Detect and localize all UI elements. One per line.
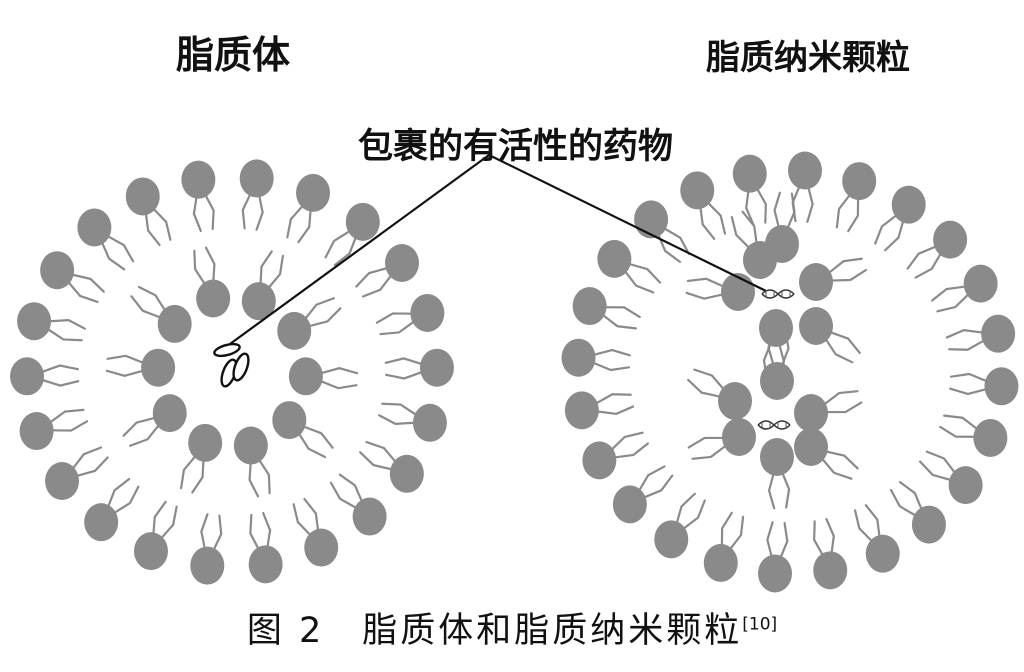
lipid-outer-layer [949, 367, 1019, 406]
lipid-core-cluster [685, 273, 755, 311]
lipid-outer-layer [564, 391, 635, 430]
lipid-outer-leaflet [40, 251, 105, 304]
liposome-diagram [10, 159, 454, 585]
lipid-outer-layer [931, 264, 998, 313]
lipid-outer-layer [654, 492, 706, 559]
lipid-outer-layer [918, 450, 983, 505]
caption-citation: [10] [742, 614, 778, 635]
caption-text: 图 2 脂质体和脂质纳米颗粒 [246, 611, 743, 651]
drug-capsule-icon [213, 342, 250, 388]
lipid-core-cluster [799, 257, 868, 301]
lipid-outer-layer [561, 338, 631, 377]
lipid-inner-leaflet [288, 357, 359, 396]
lipid-outer-layer [572, 287, 641, 330]
lipid-outer-leaflet [248, 511, 283, 584]
lipid-core-cluster [760, 438, 794, 510]
lipid-outer-leaflet [19, 408, 89, 451]
lipid-core-cluster [799, 307, 861, 364]
lipid-outer-leaflet [239, 159, 274, 231]
lipid-outer-leaflet [375, 293, 445, 336]
lipid-outer-leaflet [292, 497, 339, 567]
lipid-outer-layer [853, 504, 900, 573]
lipid-outer-leaflet [181, 160, 216, 233]
lipid-outer-leaflet [17, 302, 86, 342]
lipid-inner-leaflet [272, 401, 334, 459]
lipid-inner-leaflet [105, 348, 176, 387]
lipid-core-cluster [760, 328, 794, 400]
encapsulated-drug-label: 包裹的有活性的药物 [358, 127, 674, 167]
lipid-inner-leaflet [277, 297, 342, 350]
lipid-outer-layer [680, 171, 727, 240]
lipid-outer-leaflet [329, 473, 387, 536]
lipid-core-cluster [687, 368, 752, 420]
drug-pointer-lines [229, 154, 767, 345]
lipid-nanoparticle-title: 脂质纳米颗粒 [706, 38, 910, 78]
lipid-outer-layer [758, 521, 793, 593]
lipid-outer-layer [939, 414, 1008, 457]
liposome-title: 脂质体 [176, 33, 291, 77]
lipid-outer-leaflet [125, 177, 172, 247]
pointer-line-liposome [229, 154, 490, 345]
lipid-outer-layer [597, 239, 662, 294]
lipid-inner-leaflet [241, 250, 284, 321]
lipid-outer-layer [835, 162, 877, 233]
lipid-outer-layer [703, 511, 745, 582]
lipid-outer-layer [945, 314, 1016, 353]
lipid-inner-leaflet [180, 423, 223, 494]
lipid-inner-leaflet [233, 426, 271, 498]
lipid-outer-leaflet [84, 477, 140, 542]
lipid-outer-leaflet [77, 208, 135, 271]
lipid-outer-layer [582, 431, 649, 480]
lipid-outer-leaflet [190, 513, 225, 585]
lipid-inner-leaflet [193, 246, 231, 318]
lipid-core-cluster [794, 390, 863, 432]
dna-helix-icon [761, 289, 795, 299]
lipid-core-cluster [794, 428, 859, 480]
lipid-outer-leaflet [359, 440, 424, 493]
lipid-outer-leaflet [286, 173, 331, 244]
lipid-outer-leaflet [384, 348, 454, 387]
lipid-core-cluster [687, 418, 756, 460]
figure-caption: 图 2 脂质体和脂质纳米颗粒[10] [0, 602, 1024, 653]
lipid-outer-leaflet [324, 202, 380, 267]
lipid-outer-layer [732, 154, 767, 226]
lipid-outer-layer [889, 481, 946, 544]
lipid-outer-layer [612, 465, 674, 524]
lipid-outer-layer [813, 518, 848, 590]
lipid-outer-leaflet [133, 500, 178, 571]
lipid-outer-layer [906, 220, 968, 279]
lipid-inner-leaflet [130, 285, 192, 343]
lipid-outer-leaflet [45, 446, 109, 501]
lipid-outer-leaflet [378, 402, 447, 442]
lipid-core-cluster [730, 210, 777, 279]
dna-helix-icon [757, 420, 791, 430]
lipid-inner-leaflet [122, 394, 187, 447]
lipid-outer-layer [787, 151, 822, 223]
lipid-outer-leaflet [355, 243, 419, 298]
pointer-line-lnp [488, 154, 767, 292]
lipid-outer-layer [874, 185, 926, 252]
lipid-outer-leaflet [10, 357, 80, 396]
lipid-nanoparticle-diagram [561, 151, 1019, 593]
